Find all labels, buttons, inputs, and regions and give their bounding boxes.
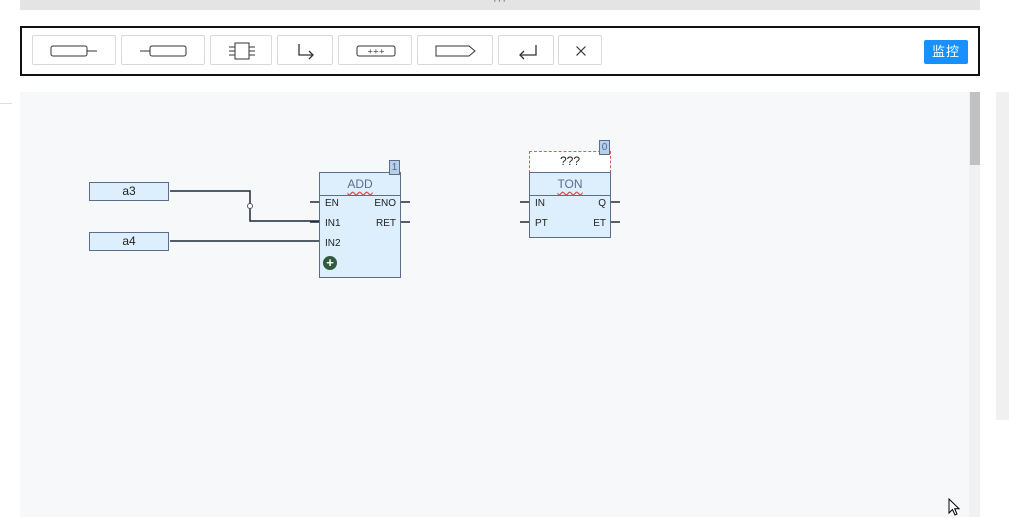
svg-text:+++: +++ bbox=[367, 48, 385, 56]
ton-exec-order-badge: 0 bbox=[599, 140, 610, 155]
add-exec-order-badge: 1 bbox=[389, 160, 400, 175]
add-pin-en[interactable]: EN bbox=[325, 198, 339, 209]
coil-right-icon bbox=[140, 45, 187, 57]
return-button[interactable] bbox=[498, 35, 554, 65]
variable-a4[interactable]: a4 bbox=[89, 232, 169, 251]
add-function-block[interactable]: ADD EN IN1 IN2 ENO RET + bbox=[319, 172, 401, 278]
panel-splitter[interactable]: ··· bbox=[20, 0, 980, 10]
delete-button[interactable] bbox=[558, 35, 602, 65]
add-pin-in2[interactable]: IN2 bbox=[325, 238, 341, 249]
monitor-button[interactable]: 监控 bbox=[924, 40, 968, 64]
junction-node bbox=[247, 203, 253, 209]
add-pin-in1[interactable]: IN1 bbox=[325, 218, 341, 229]
contact-left-icon bbox=[50, 45, 97, 57]
ton-block-title: TON bbox=[530, 173, 610, 196]
branch-button[interactable] bbox=[277, 35, 333, 65]
ton-instance-name[interactable]: ??? bbox=[529, 151, 611, 173]
add-pin-ret[interactable]: RET bbox=[376, 218, 396, 229]
ladder-canvas[interactable]: a3 a4 ADD EN IN1 IN2 ENO RET + 1 ??? 0 T… bbox=[20, 92, 969, 517]
ton-function-block[interactable]: TON IN PT Q ET bbox=[529, 172, 611, 238]
ton-pin-q[interactable]: Q bbox=[598, 198, 606, 209]
jump-button[interactable] bbox=[417, 35, 493, 65]
jump-arrow-icon bbox=[435, 45, 476, 57]
wire-layer bbox=[170, 190, 620, 242]
canvas-scrollbar-track[interactable] bbox=[969, 92, 980, 517]
canvas-scrollbar-thumb[interactable] bbox=[970, 92, 980, 165]
parallel-button[interactable]: +++ bbox=[338, 35, 412, 65]
ton-pin-pt[interactable]: PT bbox=[535, 218, 548, 229]
add-input-plus-icon[interactable]: + bbox=[323, 256, 337, 270]
ton-pin-in[interactable]: IN bbox=[535, 198, 545, 209]
function-block-button[interactable] bbox=[210, 35, 272, 65]
coil-button[interactable] bbox=[121, 35, 205, 65]
add-block-title: ADD bbox=[320, 173, 400, 196]
ladder-toolbar: +++ 监控 bbox=[20, 26, 980, 76]
ton-pin-et[interactable]: ET bbox=[593, 218, 606, 229]
add-pin-eno[interactable]: ENO bbox=[374, 198, 396, 209]
chip-icon bbox=[229, 42, 255, 60]
divider bbox=[0, 103, 12, 104]
splitter-grip[interactable]: ··· bbox=[493, 0, 507, 7]
wire-a3-in1 bbox=[170, 190, 320, 222]
close-icon bbox=[576, 46, 586, 56]
branch-arrow-icon bbox=[298, 44, 314, 60]
variable-a3[interactable]: a3 bbox=[89, 182, 169, 201]
mouse-cursor-icon bbox=[948, 498, 961, 516]
contact-button[interactable] bbox=[32, 35, 116, 65]
parallel-icon: +++ bbox=[356, 45, 396, 57]
return-arrow-icon bbox=[519, 45, 537, 60]
page-scrollbar[interactable] bbox=[996, 92, 1009, 420]
